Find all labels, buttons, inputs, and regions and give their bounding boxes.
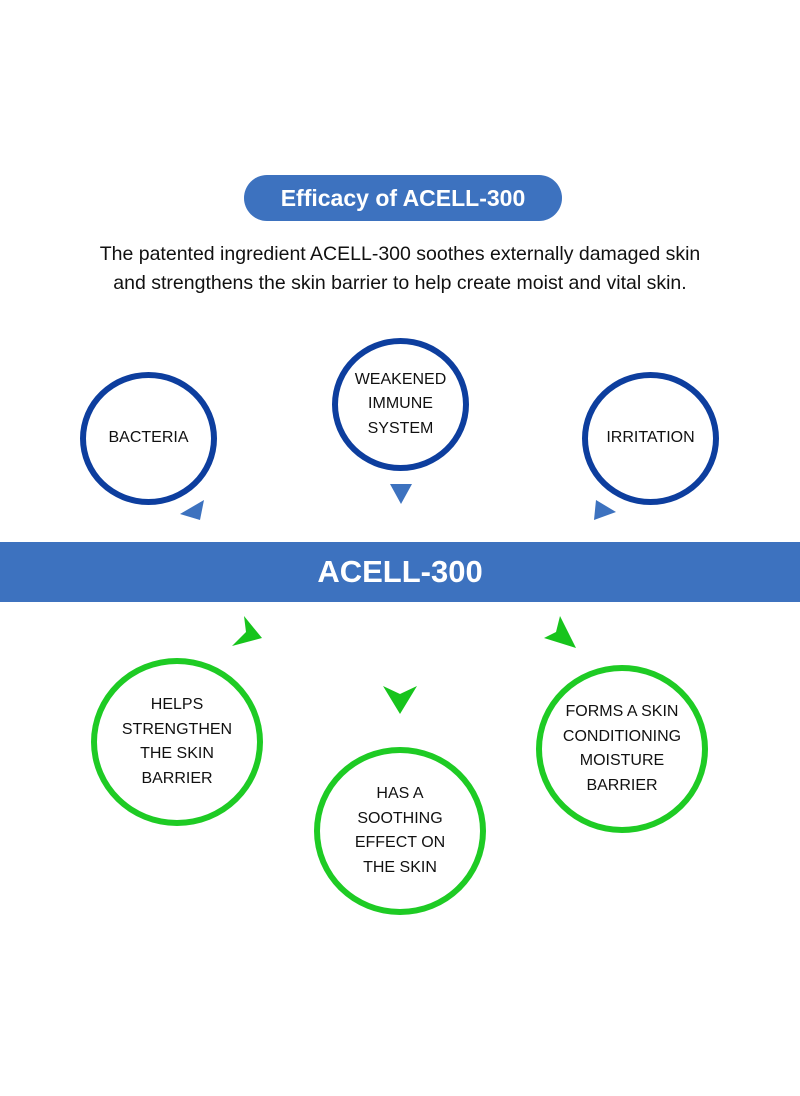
effect-label: THE SKIN [140, 745, 214, 762]
cause-circle-bacteria: BACTERIA [80, 372, 217, 505]
effect-label: HAS A [376, 785, 424, 802]
effect-label: BARRIER [586, 776, 658, 794]
cause-circle-irritation: IRRITATION [582, 372, 719, 505]
arrow-moisture-icon [544, 616, 576, 648]
arrow-irritation-icon [594, 500, 616, 520]
arrow-soothing-icon [383, 686, 417, 714]
cause-label: SYSTEM [367, 419, 434, 437]
arrow-bacteria-icon [180, 500, 204, 520]
effect-label: CONDITIONING [562, 727, 682, 745]
cause-label: WEAKENED [354, 370, 447, 388]
effect-label: SOOTHING [357, 809, 443, 827]
cause-circle-weakened-immune-system: WEAKENED IMMUNE SYSTEM [332, 338, 469, 471]
arrow-strengthen-icon [232, 616, 262, 646]
arrow-immune-icon [390, 484, 412, 504]
effect-circle-moisture-barrier: FORMS A SKIN CONDITIONING MOISTURE BARRI… [536, 665, 708, 833]
center-band-label: ACELL-300 [317, 554, 483, 589]
effect-label: STRENGTHEN [121, 720, 233, 738]
effect-label: BARRIER [141, 769, 213, 787]
effect-label: FORMS A SKIN [565, 703, 679, 720]
description-line-1: The patented ingredient ACELL-300 soothe… [99, 243, 701, 265]
effect-label: EFFECT ON [354, 834, 446, 851]
effect-label: MOISTURE [579, 752, 665, 769]
effect-label: HELPS [150, 696, 204, 713]
description: The patented ingredient ACELL-300 soothe… [40, 240, 760, 298]
effect-circle-strengthen-barrier: HELPS STRENGTHEN THE SKIN BARRIER [91, 658, 263, 826]
description-line-2: and strengthens the skin barrier to help… [113, 272, 687, 294]
center-band: ACELL-300 [0, 542, 800, 602]
effect-label: THE SKIN [363, 858, 437, 876]
cause-label: BACTERIA [108, 429, 189, 447]
title-pill: Efficacy of ACELL-300 [244, 175, 562, 221]
effect-circle-soothing: HAS A SOOTHING EFFECT ON THE SKIN [314, 747, 486, 915]
cause-label: IMMUNE [368, 395, 433, 413]
title: Efficacy of ACELL-300 [280, 184, 526, 211]
cause-label: IRRITATION [606, 429, 695, 447]
